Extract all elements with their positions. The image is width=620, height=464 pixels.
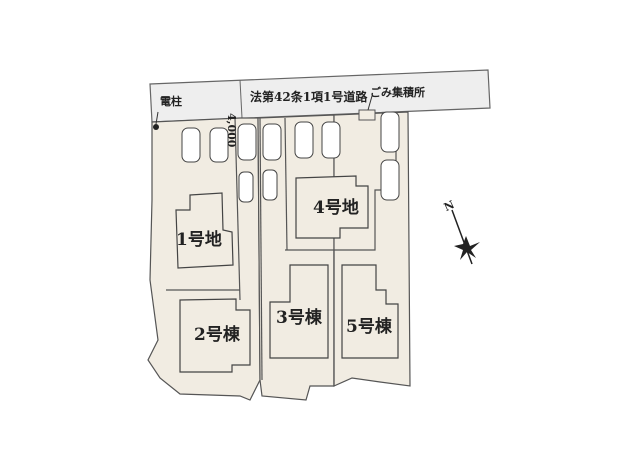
division-line xyxy=(284,117,288,251)
house-3 xyxy=(269,264,329,359)
house-1 xyxy=(175,192,234,269)
lot-3-label: 3号棟 xyxy=(276,307,323,328)
division-line xyxy=(259,117,263,381)
division-line xyxy=(234,117,241,301)
lot-4-label: 4号地 xyxy=(313,197,359,218)
garbage-label: ごみ集積所 xyxy=(370,85,425,99)
road xyxy=(149,69,491,123)
garbage-point-marker xyxy=(358,109,376,121)
compass-north-label: N xyxy=(442,198,457,214)
car-icons xyxy=(181,111,400,203)
house-2 xyxy=(179,298,251,373)
road-label: 法第42条1項1号道路 xyxy=(250,89,368,104)
house-5 xyxy=(341,264,399,359)
lot-2-label: 2号棟 xyxy=(194,324,241,345)
utility-pole-label: 電柱 xyxy=(160,94,182,108)
road-width-label: 4,000 xyxy=(225,113,238,148)
utility-pole-icon xyxy=(153,124,159,130)
house-4 xyxy=(295,175,369,239)
compass-icon: N xyxy=(442,198,480,265)
road-divider xyxy=(239,79,243,119)
lot-1-label: 1号地 xyxy=(176,229,222,250)
lot-5-label: 5号棟 xyxy=(346,316,393,337)
